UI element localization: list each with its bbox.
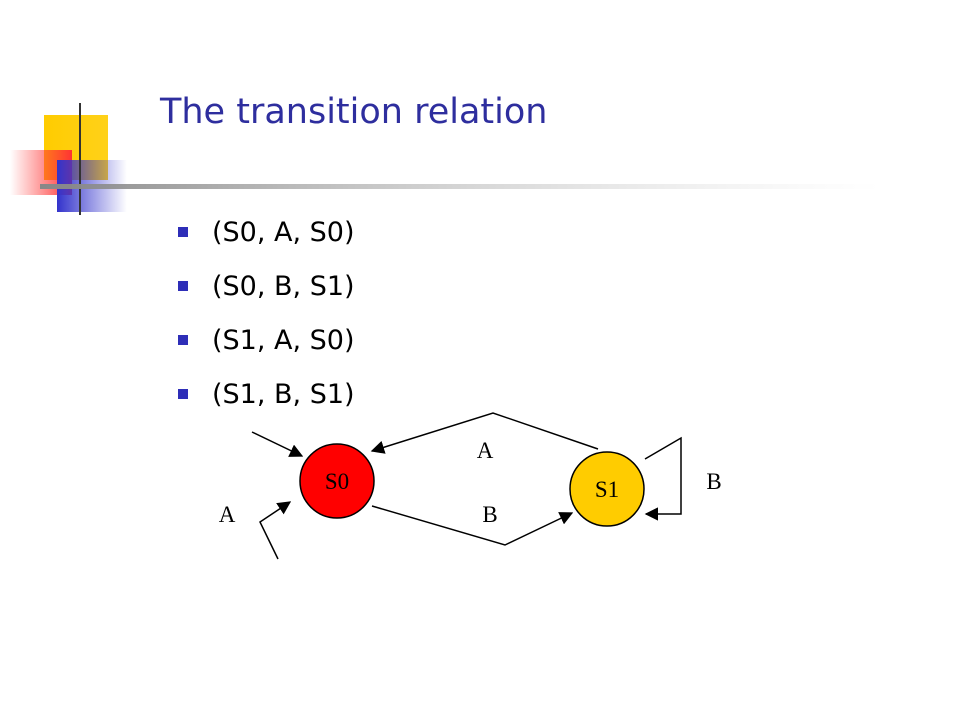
bullet-text: (S1, B, S1) xyxy=(212,378,355,410)
state-s1-label: S1 xyxy=(595,477,619,502)
bullet-square-icon xyxy=(178,389,188,399)
bullet-text: (S0, B, S1) xyxy=(212,270,355,302)
bullet-item: (S0, B, S1) xyxy=(178,259,355,313)
bullet-item: (S1, B, S1) xyxy=(178,367,355,421)
state-s0-label: S0 xyxy=(325,469,349,494)
bullet-text: (S0, A, S0) xyxy=(212,216,355,248)
state-s0-node xyxy=(299,443,375,519)
decorative-corner-graphic xyxy=(10,103,880,215)
transition-s0-s1-label: B xyxy=(482,502,497,527)
bullet-square-icon xyxy=(178,335,188,345)
transition-s1-s0-label: A xyxy=(477,438,494,463)
transition-s1-s1-arrow xyxy=(644,436,682,521)
transition-s0-s0-arrow xyxy=(259,501,292,560)
slide-title: The transition relation xyxy=(160,92,548,132)
transition-s0-s1-arrow xyxy=(371,505,574,546)
bullet-square-icon xyxy=(178,281,188,291)
bullet-item: (S1, A, S0) xyxy=(178,313,355,367)
bullet-square-icon xyxy=(178,227,188,237)
bullet-list: (S0, A, S0) (S0, B, S1) (S1, A, S0) (S1,… xyxy=(178,205,355,421)
transition-s0-s0-label: A xyxy=(219,502,236,527)
title-underline xyxy=(40,184,880,189)
transition-s1-s0-arrow xyxy=(370,412,599,454)
initial-arrow xyxy=(251,431,304,457)
state-s1-node xyxy=(569,451,645,527)
bullet-item: (S0, A, S0) xyxy=(178,205,355,259)
transition-s1-s1-label: B xyxy=(706,469,721,494)
bullet-text: (S1, A, S0) xyxy=(212,324,355,356)
